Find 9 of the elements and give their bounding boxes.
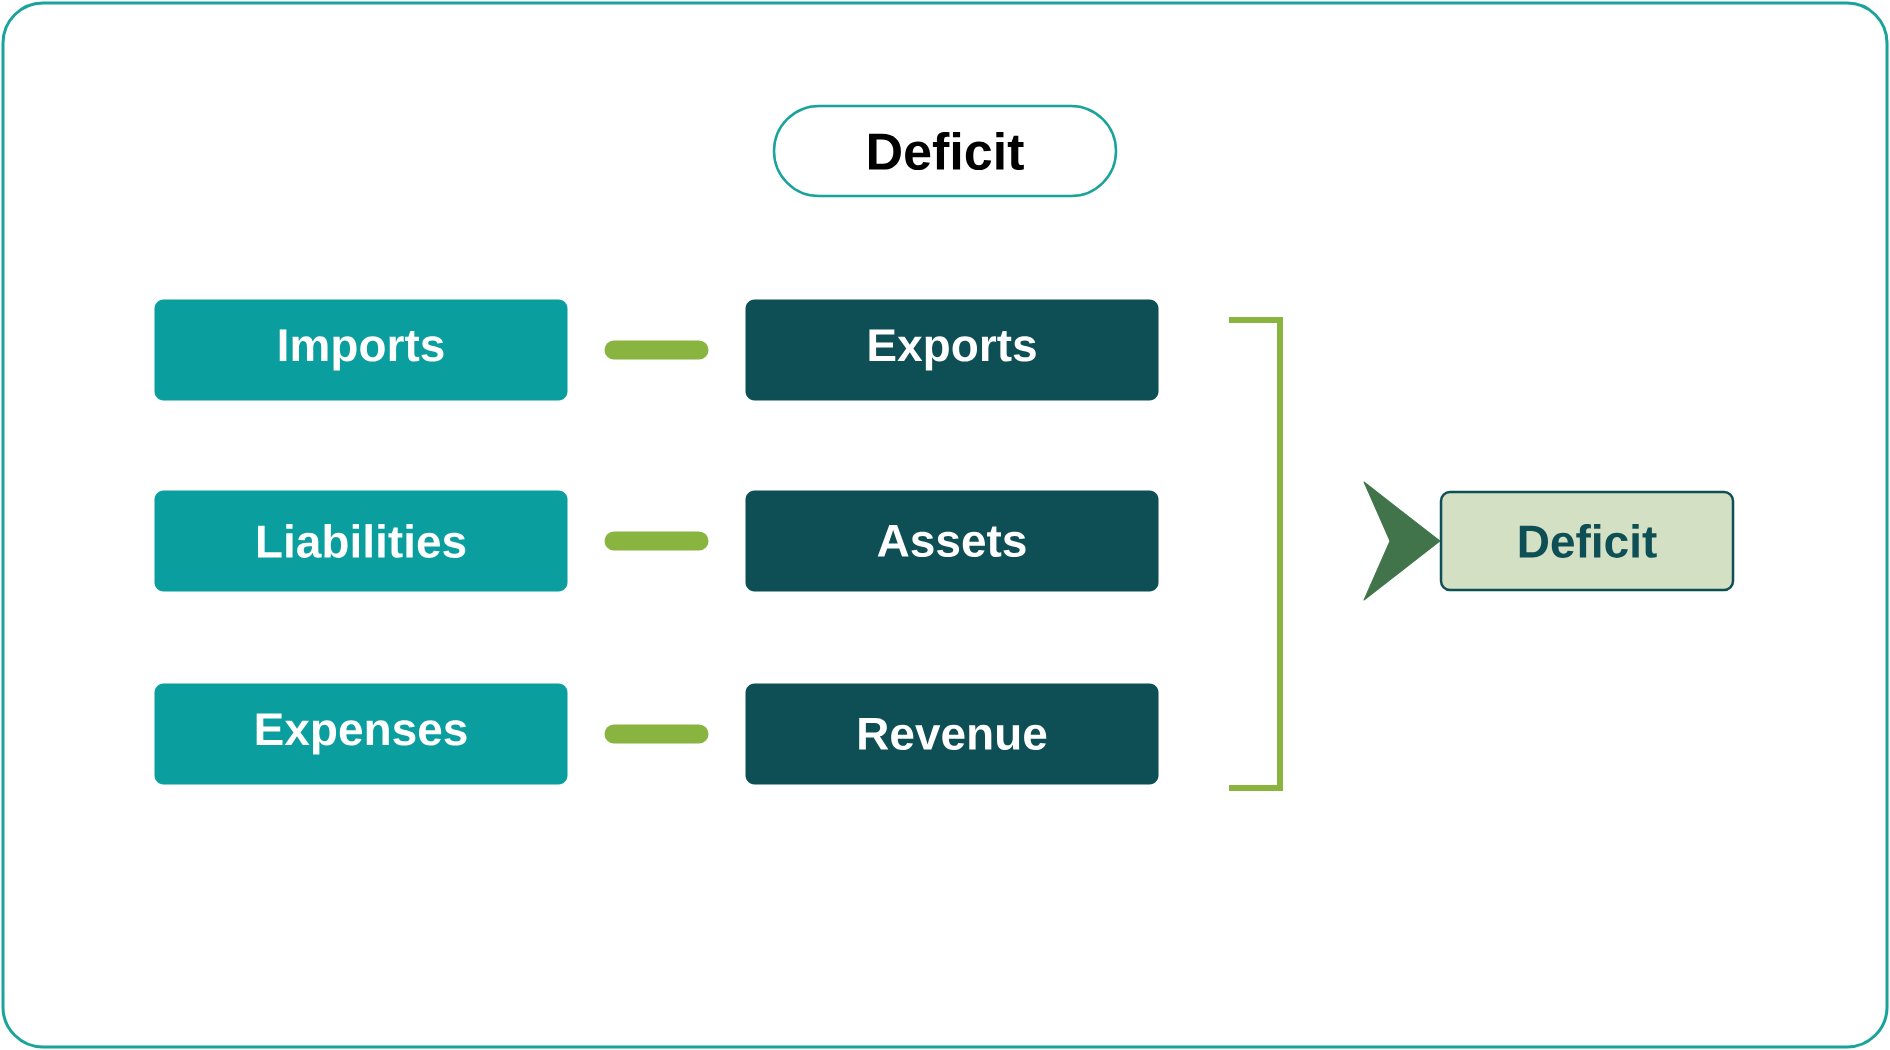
item-box: Expenses — [154, 683, 568, 785]
item-box: Imports — [154, 299, 568, 401]
result-box: Deficit — [1439, 490, 1735, 592]
item-box: Exports — [745, 299, 1159, 401]
item-box: Revenue — [745, 683, 1159, 785]
chevron-arrow — [1363, 481, 1441, 601]
item-box: Assets — [745, 490, 1159, 592]
title-box: Deficit — [772, 104, 1118, 198]
item-box: Liabilities — [154, 490, 568, 592]
